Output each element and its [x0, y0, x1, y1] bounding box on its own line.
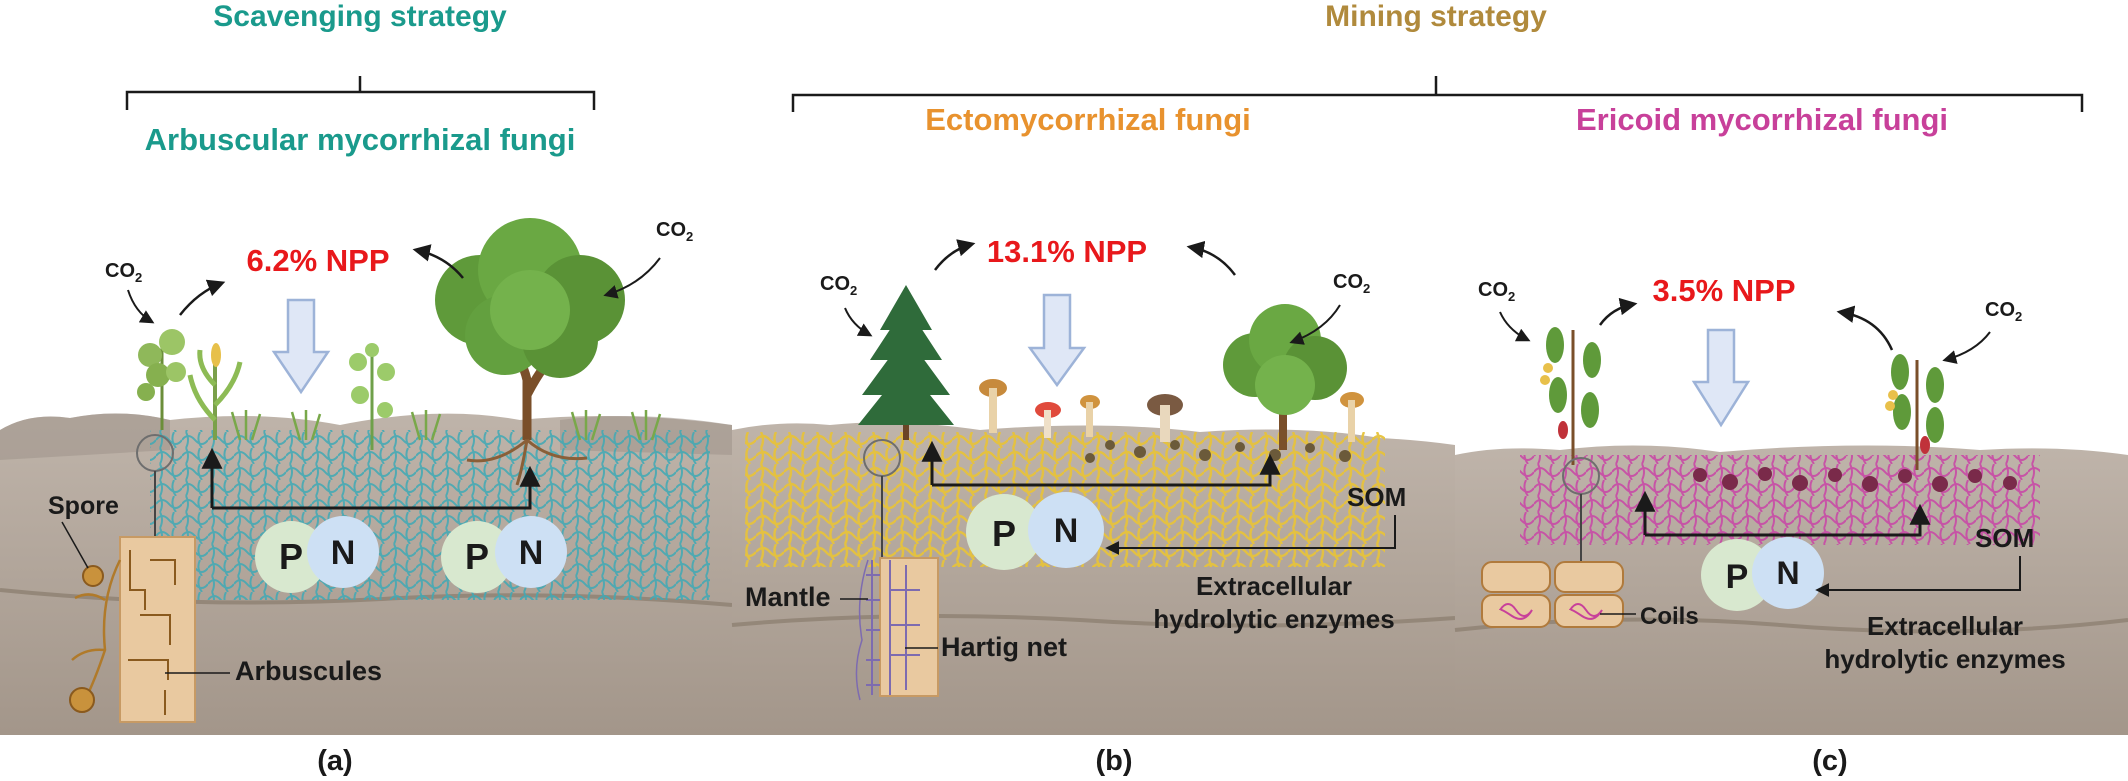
soil-horizon-b: [731, 614, 1456, 628]
phosphorus-label-c: P: [1726, 558, 1749, 596]
mushroom-icons: [979, 379, 1364, 442]
panel-a: CO2 CO2 6.2% NPP P N P N: [0, 218, 733, 777]
root-cell-inset-a: [119, 536, 196, 723]
arbuscule-structures: [128, 550, 176, 715]
npp-down-arrow-b: [1027, 293, 1087, 388]
broadleaf-tree-icon: [435, 218, 625, 486]
hyphal-coil-2: [1569, 603, 1603, 620]
carbon-out-arrow-a2: [412, 244, 464, 279]
scavenging-bracket: [125, 76, 596, 110]
am-hyphae-network: [150, 430, 710, 600]
nutrient-pair-a1: P N: [255, 516, 379, 593]
npp-label-c: 3.5% NPP: [1652, 273, 1795, 308]
npp-label-b: 13.1% NPP: [987, 234, 1147, 269]
hartig-net-label: Hartig net: [941, 632, 1067, 662]
arbuscules-label: Arbuscules: [235, 656, 382, 686]
carbon-out-arrow-a1: [179, 279, 226, 316]
herb-plant-icon: [137, 329, 186, 430]
ericoid-fungi-title: Ericoid mycorrhizal fungi: [1576, 102, 1948, 137]
co2-label-b1: CO2: [820, 273, 857, 298]
co2-arrow-b1: [844, 307, 873, 337]
carbon-out-arrow-b2: [1186, 240, 1237, 276]
scavenging-strategy-title: Scavenging strategy: [213, 0, 507, 33]
som-label-c: SOM: [1975, 523, 2034, 553]
carbon-out-arrow-c2: [1836, 305, 1894, 351]
panel-letter-c: (c): [1812, 745, 1847, 777]
mining-strategy-title: Mining strategy: [1325, 0, 1547, 33]
coils-label: Coils: [1640, 603, 1699, 630]
phosphorus-label-a2: P: [465, 536, 489, 577]
mantle-label: Mantle: [745, 582, 831, 612]
ericoid-hyphae-network: [1520, 455, 2040, 545]
nutrient-pair-c: P N: [1701, 537, 1824, 611]
carbon-out-arrow-c1: [1598, 297, 1638, 326]
panel-c: CO2 CO2 3.5% NPP P N SOM Extracellular h…: [1454, 273, 2128, 777]
nitrogen-label-b: N: [1054, 512, 1079, 550]
panel-letter-a: (a): [317, 745, 352, 777]
root-cell-inset-b: [879, 557, 939, 697]
panel-b: CO2 CO2 13.1% NPP P N SOM Extracellular …: [731, 234, 1456, 777]
conifer-tree-icon: [858, 285, 954, 440]
co2-label-b2: CO2: [1333, 271, 1370, 296]
spore-icon-2: [69, 687, 95, 713]
npp-down-arrow-a: [271, 298, 331, 395]
co2-arrow-c1: [1499, 311, 1531, 342]
ericoid-shrub-icon-2: [1885, 354, 1944, 470]
hartig-net-structure: [855, 559, 920, 701]
nitrogen-label-a2: N: [519, 534, 544, 572]
nutrient-pair-b: P N: [966, 492, 1104, 570]
co2-arrow-a2: [603, 257, 661, 299]
nitrogen-label-a1: N: [331, 534, 356, 572]
organic-matter-c: [1693, 467, 2017, 492]
co2-label-a1: CO2: [105, 260, 142, 285]
enzymes-label-c-line2: hydrolytic enzymes: [1824, 644, 2065, 674]
root-cells-inset-c: [1481, 561, 1624, 628]
spore-label: Spore: [48, 492, 119, 520]
co2-arrow-a1: [127, 289, 155, 324]
npp-label-a: 6.2% NPP: [246, 243, 389, 278]
carbon-out-arrow-b1: [934, 239, 976, 271]
external-hyphae-a: [71, 559, 122, 701]
am-fungi-title: Arbuscular mycorrhizal fungi: [145, 122, 576, 157]
co2-label-c2: CO2: [1985, 299, 2022, 324]
ecto-fungi-title: Ectomycorrhizal fungi: [925, 102, 1251, 137]
co2-arrow-c2: [1942, 331, 1991, 364]
spore-icon: [82, 565, 104, 587]
ericoid-shrub-icon-1: [1540, 327, 1601, 465]
co2-label-a2: CO2: [656, 219, 693, 244]
co2-arrow-b2: [1289, 304, 1341, 345]
spore-pointer: [61, 521, 89, 569]
phosphorus-label-b: P: [992, 513, 1016, 554]
som-pointer-c: [1815, 556, 2021, 597]
enzymes-label-b-line2: hydrolytic enzymes: [1153, 604, 1394, 634]
panel-letter-b: (b): [1095, 745, 1132, 777]
broadleaf-tree-icon-b: [1223, 304, 1347, 450]
hyphal-coil-1: [1499, 603, 1533, 620]
npp-down-arrow-c: [1691, 328, 1751, 428]
enzymes-label-c-line1: Extracellular: [1867, 611, 2023, 641]
pea-plant-icon: [349, 343, 395, 450]
nitrogen-label-c: N: [1776, 555, 1799, 591]
nutrient-pair-a2: P N: [441, 516, 567, 593]
maize-plant-icon: [187, 343, 243, 440]
grass-tufts-a: [230, 410, 662, 441]
mining-bracket: [791, 76, 2084, 112]
co2-label-c1: CO2: [1478, 279, 1515, 304]
som-label-b: SOM: [1347, 482, 1406, 512]
phosphorus-label-a1: P: [279, 536, 303, 577]
som-pointer-b: [1105, 515, 1396, 555]
enzymes-label-b-line1: Extracellular: [1196, 571, 1352, 601]
